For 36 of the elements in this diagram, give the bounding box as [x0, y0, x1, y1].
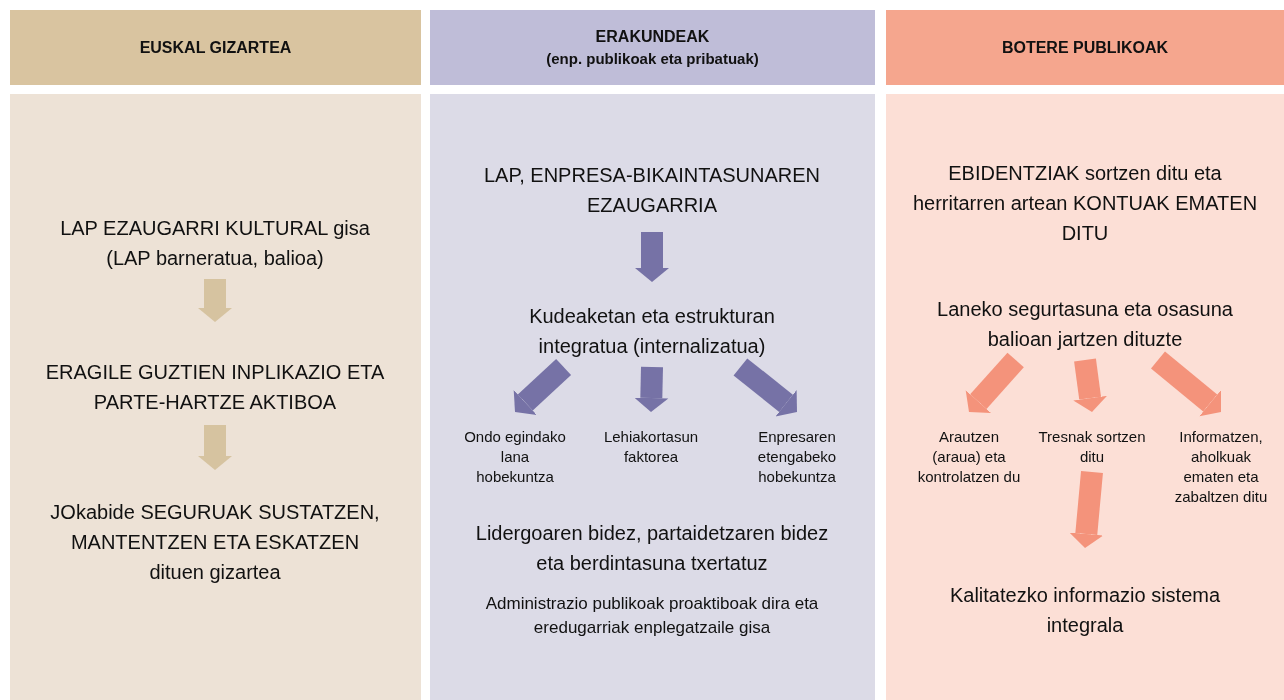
step-text: Kudeaketan eta estrukturan integratua (internalizatua) [528, 304, 776, 359]
step-text: ERAGILE GUZTIEN INPLIKAZIO ETA PARTE-HARTZE AKTIBOA [44, 360, 386, 415]
branch-text: Enpresaren etengabeko hobekuntza [756, 427, 838, 487]
step-text: Lidergoaren bidez, partaidetzaren bidez eta berdintasuna txertatuz [474, 521, 830, 576]
column-panel [430, 94, 875, 700]
branch-text: Lehiakortasun faktorea [602, 427, 700, 467]
step-text: JOkabide SEGURUAK SUSTATZEN, MANTENTZEN ETA ESKATZEN dituen gizartea [49, 500, 381, 585]
chevron-arrow [733, 358, 797, 417]
header-subtitle: (enp. publikoak eta pribatuak) [546, 48, 759, 69]
chevron-arrow [1151, 351, 1221, 417]
header-title: BOTERE PUBLIKOAK [1001, 37, 1169, 58]
chevron-arrow [1069, 471, 1104, 548]
header-title: EUSKAL GIZARTEA [139, 37, 292, 58]
chevron-arrow [965, 352, 1024, 413]
branch-text: Tresnak sortzen ditu [1037, 427, 1147, 467]
branch-text: Arautzen (araua) eta kontrolatzen du [916, 427, 1022, 487]
step-text: Kalitatezko informazio sistema integrala [948, 583, 1222, 638]
step-text: Laneko segurtasuna eta osasuna balioan jartzen dituzte [936, 297, 1234, 352]
chevron-arrow [634, 366, 669, 412]
chevron-arrow [635, 232, 669, 282]
chevron-arrow [1073, 358, 1107, 412]
column-header [430, 10, 875, 85]
chevron-arrow [513, 358, 572, 415]
chevron-arrow [198, 279, 232, 322]
branch-text: Ondo egindako lana hobekuntza [463, 427, 567, 487]
header-title: ERAKUNDEAK [595, 26, 710, 47]
step-text: LAP, ENPRESA-BIKAINTASUNAREN EZAUGARRIA [483, 163, 821, 218]
column-header [886, 10, 1284, 85]
column-header [10, 10, 421, 85]
column-panel [886, 94, 1284, 700]
step-text: LAP EZAUGARRI KULTURAL gisa (LAP barneratua, balioa) [59, 216, 371, 271]
branch-text: Informatzen, aholkuak ematen eta zabaltzen ditu [1173, 427, 1269, 507]
step-text: EBIDENTZIAK sortzen ditu eta herritarren artean KONTUAK EMATEN DITU [912, 161, 1258, 246]
column-panel [10, 94, 421, 700]
chevron-arrow [198, 425, 232, 470]
note-text: Administrazio publikoak proaktiboak dira eta eredugarriak enplegatzaile gisa [484, 593, 820, 639]
